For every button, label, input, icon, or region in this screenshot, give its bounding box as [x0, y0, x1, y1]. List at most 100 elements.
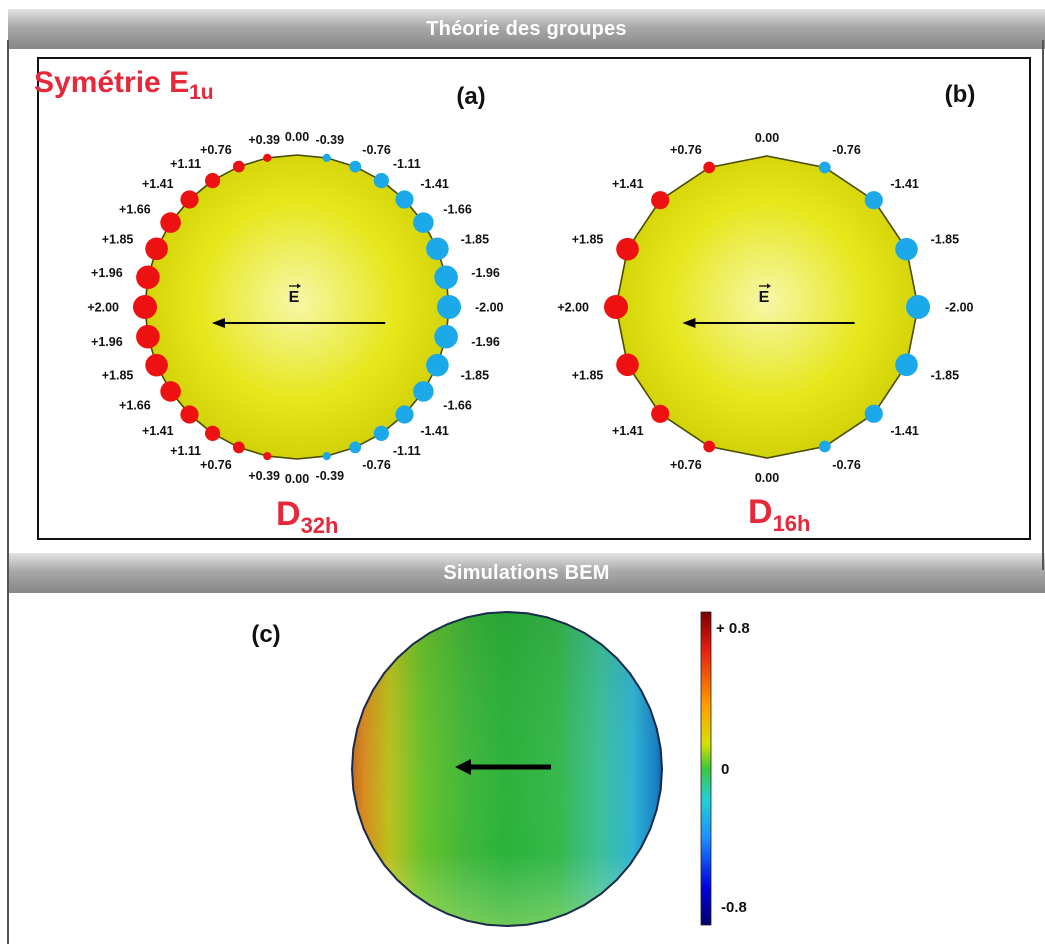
panel-a-charge-left-label: +2.00 — [87, 301, 119, 315]
panel-a-charge-right-label: -1.96 — [471, 266, 500, 280]
panel-b-charge-right-label: -2.00 — [945, 301, 974, 315]
panel-a-charge-right-label: -2.00 — [475, 301, 504, 315]
panel-a-charge-right-label: -0.76 — [362, 458, 391, 472]
panel-a-charge-right-dot — [395, 405, 414, 424]
bem-sphere — [350, 610, 664, 928]
panel-a-charge-left-label: +1.41 — [142, 424, 174, 438]
panel-a-charge-left-label: +1.96 — [91, 266, 123, 280]
panel-a-charge-right-dot — [434, 265, 458, 290]
panel-a-group-label: D32h — [276, 495, 338, 538]
panel-a-charge-right-dot — [373, 425, 389, 441]
panel-a-charge-right-label: -0.39 — [316, 469, 345, 483]
panel-b-charge-left-label: +1.41 — [612, 177, 644, 191]
panel-a-charge-bottom-label: 0.00 — [285, 472, 309, 486]
panel-a-charge-right-label: -1.85 — [461, 233, 490, 247]
panel-b-charge-right-label: -1.41 — [890, 177, 919, 191]
panel-b-charge-right-dot — [906, 295, 930, 319]
panel-a-charge-top-label: 0.00 — [285, 130, 309, 144]
panel-a-charge-right-label: -1.85 — [461, 368, 490, 382]
panel-a-charge-left-label: +0.39 — [248, 133, 280, 147]
panel-a-charge-left-label: +1.85 — [102, 368, 134, 382]
bem-surface-shading — [352, 612, 662, 926]
theory-panel-box — [37, 57, 1031, 540]
panel-b-charge-left-dot — [651, 191, 670, 210]
panel-a-charge-right-dot — [426, 237, 449, 261]
theory-section-header: Théorie des groupes — [8, 9, 1045, 49]
panel-a-charge-right-label: -1.96 — [471, 335, 500, 349]
panel-a-charge-left-dot — [180, 190, 199, 209]
panel-a-charge-right-label: -1.66 — [443, 398, 472, 412]
panel-a-charge-left-dot — [160, 381, 181, 402]
panel-b-charge-left-label: +1.85 — [572, 368, 604, 382]
panel-b-charge-left-dot — [604, 295, 628, 319]
colorbar-min-label: -0.8 — [721, 899, 747, 916]
panel-b-charge-right-dot — [895, 237, 918, 261]
frame-right-border — [1042, 40, 1044, 570]
panel-a-charge-right-dot — [395, 190, 414, 209]
panel-b-charge-right-dot — [864, 404, 883, 423]
panel-a-charge-left-dot — [160, 212, 181, 233]
panel-a-charge-left-label: +1.66 — [119, 203, 151, 217]
bem-sphere-outline — [350, 610, 664, 928]
panel-a-charge-left-label: +1.41 — [142, 177, 174, 191]
panel-a-charge-right-dot — [426, 353, 449, 377]
panel-b-charge-right-label: -1.41 — [890, 424, 919, 438]
panel-a-charge-right-dot — [437, 295, 461, 319]
panel-a-charge-left-dot — [263, 153, 272, 162]
panel-b-charge-right-label: -0.76 — [832, 143, 861, 157]
panel-b-charge-left-label: +0.76 — [670, 458, 702, 472]
bem-section-header: Simulations BEM — [8, 553, 1045, 593]
panel-b-charge-left-label: +1.41 — [612, 424, 644, 438]
colorbar — [700, 611, 712, 926]
symmetry-label: Symétrie E1u — [34, 66, 214, 104]
panel-b-group-label: D16h — [748, 493, 810, 536]
panel-a-charge-left-label: +0.39 — [248, 469, 280, 483]
panel-a-charge-left-dot — [205, 173, 221, 189]
panel-b-charge-left-label: +2.00 — [557, 301, 589, 315]
panel-b-field-arrow-head — [682, 318, 696, 328]
panel-b-charge-left-dot — [616, 237, 639, 261]
panel-a-charge-left-label: +1.11 — [170, 157, 201, 171]
panel-b-charge-left-dot — [616, 353, 639, 377]
panel-b-charge-right-dot — [895, 353, 918, 377]
panel-b-charge-right-dot — [864, 191, 883, 210]
panel-a-charge-right-dot — [349, 160, 362, 173]
panel-b-sphere — [615, 155, 919, 459]
panel-a-charge-right-dot — [413, 381, 434, 402]
panel-c-tag: (c) — [251, 621, 280, 648]
panel-a-charge-right-dot — [322, 153, 331, 162]
panel-b-diagram: 0.00-0.76-1.41-1.85-2.00-1.85-1.41-0.760… — [557, 131, 973, 485]
panel-a-field-vector-tip — [297, 283, 301, 289]
panel-a-charge-right-label: -1.41 — [420, 424, 449, 438]
panel-a-diagram: 0.00 -0.39 -0.76 -1.11 -1.41 -1.66 -1.85 -1.96 -… — [87, 130, 503, 486]
panel-a-charge-left-dot — [180, 405, 199, 424]
panel-b-charge-right-label: -0.76 — [832, 458, 861, 472]
panel-b-charge-right-label: -1.85 — [931, 233, 960, 247]
panel-a-charge-left-dot — [136, 324, 160, 349]
panel-a-charge-left-dot — [263, 452, 272, 461]
panel-a-charge-right-label: -1.66 — [443, 203, 472, 217]
panel-b-tag: (b) — [945, 81, 976, 108]
panel-a-field-arrow-head — [211, 318, 225, 328]
panel-a-charge-left-dot — [232, 441, 245, 454]
panel-a-charge-left-label: +1.85 — [102, 233, 134, 247]
panel-a-charge-left-dot — [136, 265, 160, 290]
panel-b-charge-top-label: 0.00 — [755, 131, 779, 145]
panel-a-charge-left-label: +0.76 — [200, 143, 232, 157]
panel-b-charge-left-label: +1.85 — [572, 233, 604, 247]
panel-a-charge-right-label: -1.11 — [393, 157, 421, 171]
panel-a-charge-left-dot — [232, 160, 245, 173]
panel-a-charge-left-dot — [145, 353, 168, 377]
panel-a-charge-left-label: +1.96 — [91, 335, 123, 349]
panel-b-charge-right-dot — [818, 440, 831, 453]
panel-b-charge-right-dot — [818, 161, 831, 174]
panel-a-charge-left-label: +1.11 — [170, 444, 201, 458]
panel-b-charge-left-dot — [651, 404, 670, 423]
panel-a-charge-right-label: -1.41 — [420, 177, 449, 191]
panel-a-charge-right-dot — [413, 212, 434, 233]
bem-field-arrow-head — [455, 759, 471, 775]
panel-b-field-vector-tip — [767, 283, 771, 289]
frame-left-border — [7, 40, 9, 944]
